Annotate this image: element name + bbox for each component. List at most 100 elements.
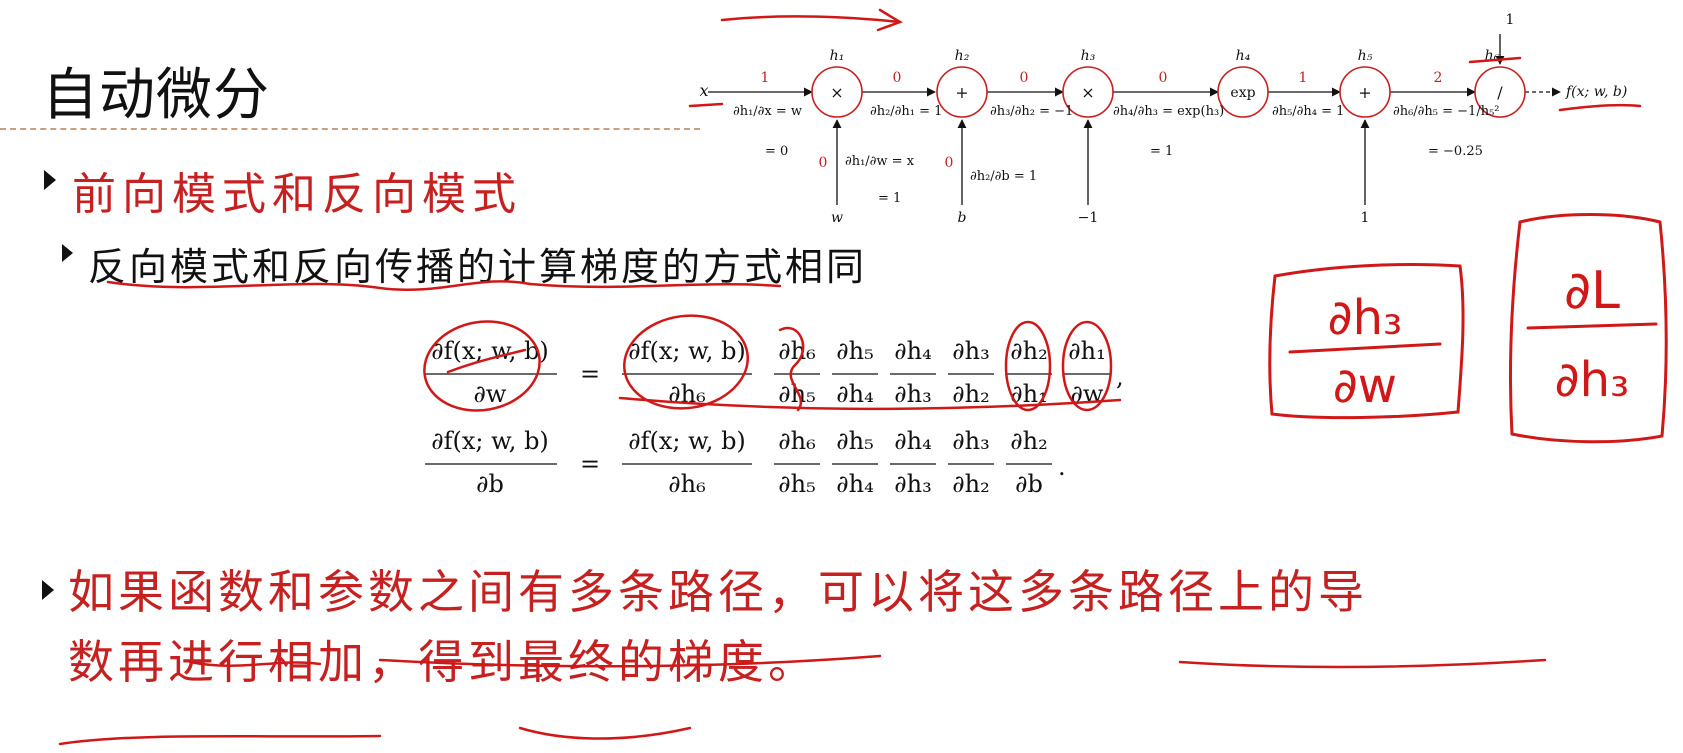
underline-b2-b [528, 282, 782, 289]
output-underline [1558, 103, 1642, 112]
edge-value-h5-h6: 2 [1434, 70, 1443, 86]
eq2-r0-numerator: ∂f(x; w, b) [628, 427, 746, 455]
eq1-f2-den: ∂h₃ [894, 380, 932, 408]
handwritten-fraction-bar-1 [1288, 342, 1442, 354]
input-x: x [699, 81, 708, 100]
lhs-slash [446, 348, 527, 374]
handwritten-fractions: ∂h₃ ∂w ∂L ∂h₃ [1328, 261, 1629, 414]
eq1-end: , [1116, 363, 1124, 391]
deriv-h4-h3: ∂h₄/∂h₃ = exp(h₃) [1113, 104, 1224, 119]
node-h1-label: h₁ [830, 48, 845, 64]
deriv-h1-w-value: = 1 [878, 191, 901, 206]
eq2-f1-num: ∂h₅ [836, 427, 874, 455]
underline-b3-line2-a [58, 734, 382, 746]
bullet-marker-1 [44, 170, 56, 190]
handwritten-fraction-bar-2 [1526, 322, 1658, 330]
deriv-h1-w: ∂h₁/∂w = x [845, 154, 915, 169]
computational-graph: × + × exp + / h₁ h₂ h₃ h₄ h₅ h₆ x w b −1… [699, 12, 1627, 226]
circle-dh2-dh1 [1004, 320, 1052, 412]
mark-dh6-dh5 [778, 326, 805, 412]
input-one-top: 1 [1506, 12, 1515, 28]
node-h4-op: exp [1230, 85, 1255, 101]
edge-value-x-h1: 1 [761, 70, 770, 86]
circle-r0 [623, 314, 749, 410]
eq2-f4-den: ∂b [1015, 470, 1043, 498]
eq2-factors: ∂h₆ ∂h₅ ∂h₅ ∂h₄ ∂h₄ ∂h₃ ∂h₃ ∂h₂ ∂h₂ ∂b . [774, 427, 1066, 498]
text-annotations [58, 280, 1547, 746]
eq2-lhs-denominator: ∂b [476, 470, 504, 498]
node-h3-label: h₃ [1081, 48, 1096, 64]
handwritten-box1-denominator: ∂w [1333, 358, 1397, 414]
eq2-equals: = [580, 450, 600, 478]
eq1-lhs-denominator: ∂w [474, 380, 507, 408]
input-b: b [958, 210, 967, 226]
eq1-f1-den: ∂h₄ [836, 380, 874, 408]
edge-value-h1-h2: 0 [893, 70, 902, 86]
eq2-f4-num: ∂h₂ [1010, 427, 1048, 455]
handwritten-box-2 [1508, 213, 1668, 444]
sub-bullet-reverse-mode-backprop: 反向模式和反向传播的计算梯度的方式相同 [88, 245, 868, 289]
handwritten-box-1 [1268, 262, 1465, 420]
eq2-r0-denominator: ∂h₆ [668, 470, 706, 498]
underline-b3-line2-b [518, 726, 692, 740]
eq1-f0-num: ∂h₆ [778, 337, 816, 365]
bullet-marker-3 [42, 580, 54, 600]
eq1-f2-num: ∂h₄ [894, 337, 932, 365]
deriv-h1-x: ∂h₁/∂x = w [733, 104, 802, 119]
circle-dh1-dw [1061, 320, 1113, 412]
eq2-f0-den: ∂h₅ [778, 470, 816, 498]
underline-b2-a [106, 280, 532, 292]
input-w: w [831, 210, 843, 226]
underline-b3-paths [378, 654, 882, 668]
eq2-f3-num: ∂h₃ [952, 427, 990, 455]
chain-rule-equations: ∂f(x; w, b) ∂w = ∂f(x; w, b) ∂h₆ ∂h₆ ∂h₅… [425, 337, 1124, 498]
forward-arrow-stroke [720, 15, 902, 24]
node-h4 [1217, 66, 1269, 118]
eq1-f5-num: ∂h₁ [1068, 337, 1106, 365]
node-h3 [1062, 66, 1114, 118]
edge-value-w-h1: 0 [819, 155, 828, 171]
forward-arrow-head [876, 8, 903, 32]
node-h6 [1474, 66, 1526, 118]
bullet-marker-2 [62, 244, 73, 262]
bullet-multiple-paths-line1: 如果函数和参数之间有多条路径，可以将这多条路径上的导 [68, 565, 1368, 619]
eq2-f2-num: ∂h₄ [894, 427, 932, 455]
equation-underline [618, 396, 1122, 411]
eq2-f0-num: ∂h₆ [778, 427, 816, 455]
eq2-f3-den: ∂h₂ [952, 470, 990, 498]
eq1-f1-num: ∂h₅ [836, 337, 874, 365]
circle-lhs [423, 320, 541, 412]
handwritten-box2-denominator: ∂h₃ [1555, 352, 1629, 408]
node-h5-op: + [1358, 83, 1371, 102]
node-h3-op: × [1081, 83, 1094, 102]
eq2-f2-den: ∂h₃ [894, 470, 932, 498]
bullet-forward-reverse-mode: 前向模式和反向模式 [72, 169, 522, 220]
output-f: f(x; w, b) [1565, 84, 1627, 100]
edge-value-h2-h3: 0 [1020, 70, 1029, 86]
eq2-f1-den: ∂h₄ [836, 470, 874, 498]
deriv-h1-x-value: = 0 [765, 144, 788, 159]
underline-b3-functions [188, 660, 322, 667]
node-h2-op: + [955, 83, 968, 102]
slide-title: 自动微分 [42, 63, 270, 128]
deriv-h2-b: ∂h₂/∂b = 1 [970, 169, 1037, 184]
deriv-h4-h3-value: = 1 [1150, 144, 1173, 159]
eq2-end: . [1058, 453, 1066, 481]
eq1-lhs-numerator: ∂f(x; w, b) [431, 337, 549, 365]
input-one-h5: 1 [1361, 210, 1370, 226]
underline-b3-paths2 [1178, 658, 1547, 669]
node-h5 [1339, 66, 1391, 118]
equation-annotations [423, 314, 1122, 412]
deriv-h6-h5: ∂h₆/∂h₅ = −1/h₅² [1393, 104, 1500, 119]
node-h2 [936, 66, 988, 118]
handwritten-boxes [1268, 213, 1668, 444]
node-h2-label: h₂ [955, 48, 970, 64]
eq1-factors: ∂h₆ ∂h₅ ∂h₅ ∂h₄ ∂h₄ ∂h₃ ∂h₃ ∂h₂ ∂h₂ ∂h₁ … [774, 337, 1124, 408]
h6-mark [1468, 56, 1522, 64]
eq1-f3-den: ∂h₂ [952, 380, 990, 408]
edge-value-b-h2: 0 [945, 155, 954, 171]
deriv-h5-h4: ∂h₅/∂h₄ = 1 [1272, 104, 1344, 119]
input-neg1: −1 [1078, 210, 1099, 226]
deriv-h6-h5-value: = −0.25 [1428, 144, 1483, 159]
